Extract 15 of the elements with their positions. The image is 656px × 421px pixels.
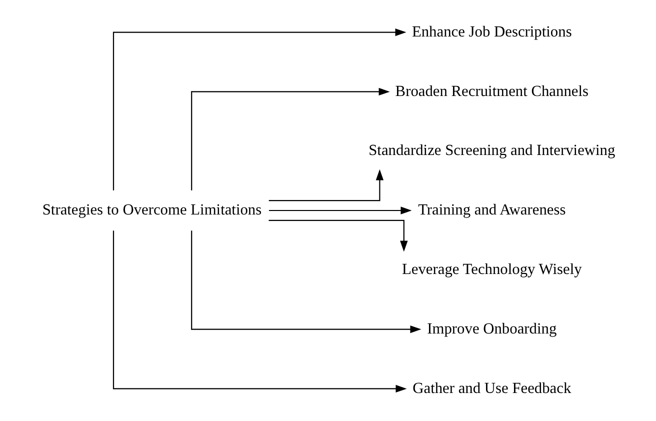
node-text: Training and Awareness [418, 202, 566, 219]
arrow [191, 230, 422, 334]
arrow [191, 88, 390, 190]
arrow [268, 206, 412, 214]
arrow [112, 28, 406, 190]
arrow [268, 169, 384, 202]
node-text: Gather and Use Feedback [412, 380, 572, 397]
node-text: Broaden Recruitment Channels [395, 82, 588, 100]
node-text: Standardize Screening and Interviewing [368, 142, 616, 160]
arrow [268, 220, 408, 252]
node-text: Improve Onboarding [427, 320, 557, 338]
arrow [112, 230, 407, 393]
node-text: Enhance Job Descriptions [412, 23, 572, 40]
node-text: Strategies to Overcome Limitations [42, 202, 262, 219]
node-text: Leverage Technology Wisely [402, 260, 582, 278]
